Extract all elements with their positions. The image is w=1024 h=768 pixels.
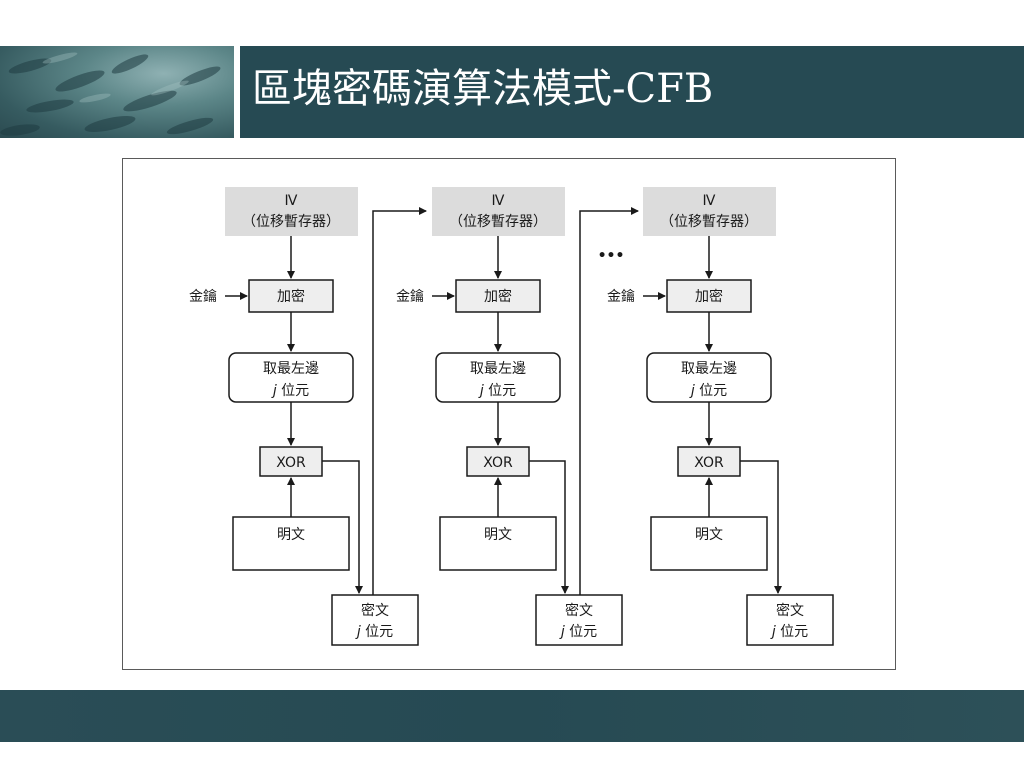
select-bits-unit: 位元 — [695, 383, 727, 399]
plaintext-label: 明文 — [277, 527, 305, 543]
iv-label: Ⅳ — [285, 193, 298, 209]
select-bits-sublabel: j 位元 — [689, 383, 727, 399]
ciphertext-label: 密文 — [361, 602, 389, 619]
ciphertext-label: 密文 — [776, 602, 804, 619]
arrow-xor-to-ciphertext — [529, 460, 569, 594]
plaintext-label: 明文 — [484, 527, 512, 543]
iv-register-box — [432, 187, 565, 236]
key-label: 金鑰 — [189, 289, 217, 305]
select-bits-sublabel: j 位元 — [271, 383, 309, 399]
slide-title: 區塊密碼演算法模式-CFB — [252, 66, 714, 112]
xor-box — [677, 446, 741, 477]
ciphertext-box — [331, 594, 419, 646]
ciphertext-j-var: j — [770, 624, 776, 640]
select-bits-unit: 位元 — [484, 383, 516, 399]
arrow-xor-to-ciphertext — [740, 460, 782, 594]
header-photo — [0, 46, 234, 138]
xor-label: XOR — [694, 455, 724, 471]
header-divider — [234, 46, 240, 138]
ellipsis-dots: ••• — [598, 248, 625, 264]
shift-register-label: （位移暫存器） — [242, 214, 340, 230]
encrypt-box — [666, 279, 752, 313]
fish-school-image — [0, 52, 221, 136]
ciphertext-sublabel: j 位元 — [559, 624, 597, 640]
ciphertext-j-var: j — [355, 624, 361, 640]
ciphertext-label: 密文 — [565, 602, 593, 619]
ciphertext-j-var: j — [559, 624, 565, 640]
plaintext-box — [232, 516, 350, 571]
plaintext-label: 明文 — [695, 527, 723, 543]
select-j-var: j — [271, 383, 277, 399]
ciphertext-sublabel: j 位元 — [355, 624, 393, 640]
header-bar: 區塊密碼演算法模式-CFB — [0, 46, 1024, 138]
encrypt-label: 加密 — [484, 288, 512, 305]
iv-register-box — [643, 187, 776, 236]
encrypt-label: 加密 — [695, 288, 723, 305]
arrow-xor-to-ciphertext — [322, 460, 363, 594]
ciphertext-bits-unit: 位元 — [776, 624, 808, 640]
select-j-var: j — [478, 383, 484, 399]
ciphertext-bits-unit: 位元 — [361, 624, 393, 640]
select-bits-sublabel: j 位元 — [478, 383, 516, 399]
iv-label: Ⅳ — [492, 193, 505, 209]
shift-register-label: （位移暫存器） — [449, 214, 547, 230]
ciphertext-sublabel: j 位元 — [770, 624, 808, 640]
select-bits-label: 取最左邊 — [470, 361, 526, 377]
ciphertext-box — [535, 594, 623, 646]
select-j-var: j — [689, 383, 695, 399]
ciphertext-bits-unit: 位元 — [565, 624, 597, 640]
xor-label: XOR — [483, 455, 513, 471]
iv-register-box — [225, 187, 358, 236]
ciphertext-box — [746, 594, 834, 646]
key-label: 金鑰 — [396, 289, 424, 305]
plaintext-box — [439, 516, 557, 571]
select-bits-unit: 位元 — [277, 383, 309, 399]
iv-label: Ⅳ — [703, 193, 716, 209]
footer-bar — [0, 690, 1024, 742]
feedback-arrow-1 — [372, 207, 427, 595]
key-label: 金鑰 — [607, 289, 635, 305]
encrypt-label: 加密 — [277, 288, 305, 305]
select-bits-label: 取最左邊 — [263, 361, 319, 377]
xor-label: XOR — [276, 455, 306, 471]
select-bits-label: 取最左邊 — [681, 361, 737, 377]
shift-register-label: （位移暫存器） — [660, 214, 758, 230]
feedback-arrow-2 — [579, 207, 639, 595]
plaintext-box — [650, 516, 768, 571]
encrypt-box — [455, 279, 541, 313]
